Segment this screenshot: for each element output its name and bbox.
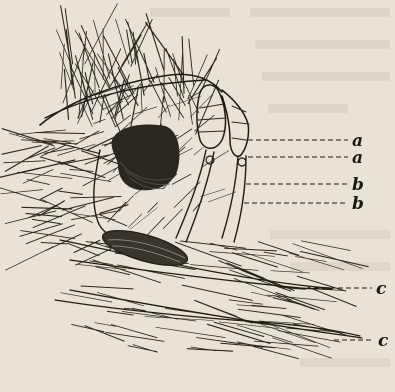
label-a-lower: a xyxy=(352,148,363,168)
bristle-stroke xyxy=(238,309,300,317)
leader-lines xyxy=(244,140,374,340)
bristle-stroke xyxy=(94,119,105,123)
bristle-stroke xyxy=(251,292,275,298)
label-c-lower: c xyxy=(378,331,389,351)
bristle-stroke xyxy=(170,96,202,106)
bristle-stroke xyxy=(237,325,292,343)
bristle-stroke xyxy=(64,70,68,120)
bristle-stroke xyxy=(190,95,212,118)
bristle-stroke xyxy=(2,129,52,145)
bristle-stroke xyxy=(229,300,262,304)
label-b-lower: b xyxy=(352,194,364,214)
bristle-stroke xyxy=(27,180,49,185)
bristle-stroke xyxy=(4,161,45,163)
bristle-stroke xyxy=(61,155,108,164)
bristle-stroke xyxy=(2,146,41,155)
bristle-stroke xyxy=(197,338,242,344)
bristle-group xyxy=(0,4,368,359)
bristle-stroke xyxy=(21,231,75,239)
bristle-stroke xyxy=(144,54,150,82)
bristle-stroke xyxy=(276,293,325,310)
bristle-stroke xyxy=(42,200,93,223)
bristle-stroke xyxy=(95,88,119,96)
bristle-stroke xyxy=(111,325,157,338)
bristle-stroke xyxy=(225,248,277,251)
bristle-stroke xyxy=(243,252,303,272)
bristle-stroke xyxy=(264,252,287,256)
bristle-stroke xyxy=(6,247,54,271)
bristle-stroke xyxy=(85,326,124,341)
dark-organ xyxy=(112,125,180,191)
bristle-stroke xyxy=(81,286,133,289)
bristle-stroke xyxy=(252,305,286,308)
bristle-stroke xyxy=(109,35,141,88)
bristle-stroke xyxy=(40,188,62,199)
bristle-stroke xyxy=(128,346,157,352)
bristle-stroke xyxy=(76,249,111,265)
label-c-upper: c xyxy=(376,279,387,299)
bristle-stroke xyxy=(130,208,158,230)
appendage-a-upper xyxy=(197,85,249,156)
bristle-stroke xyxy=(59,191,83,194)
bristle-stroke xyxy=(36,133,84,134)
bristle-stroke xyxy=(61,44,64,89)
bristle-stroke xyxy=(182,285,252,300)
bristle-stroke xyxy=(107,311,133,315)
bristle-stroke xyxy=(163,209,182,229)
bristle-stroke xyxy=(108,174,119,181)
bristle-stroke xyxy=(148,203,158,213)
bristle-stroke xyxy=(119,196,133,211)
oval-organ xyxy=(99,223,191,272)
bristle-stroke xyxy=(254,341,318,346)
bristle-stroke xyxy=(33,219,61,223)
bristle-stroke xyxy=(42,145,67,156)
bristle-stroke xyxy=(271,271,310,273)
label-b-upper: b xyxy=(352,175,364,195)
bristle-stroke xyxy=(72,324,104,331)
bristle-stroke xyxy=(20,224,63,237)
bristle-stroke xyxy=(273,338,332,358)
bristle-stroke xyxy=(22,207,72,209)
bristle-stroke xyxy=(94,52,95,92)
bristle-stroke xyxy=(9,133,54,146)
bristle-stroke xyxy=(179,54,183,120)
appendage-b-legs xyxy=(176,150,246,242)
bristle-stroke xyxy=(63,197,114,210)
bristle-stroke xyxy=(254,347,299,359)
bristle-stroke xyxy=(189,39,194,86)
bristle-stroke xyxy=(156,327,225,337)
bristle-stroke xyxy=(134,107,157,114)
bristle-stroke xyxy=(100,215,127,226)
bristle-stroke xyxy=(194,147,204,155)
bristle-stroke xyxy=(146,14,164,71)
bristle-stroke xyxy=(295,257,326,262)
